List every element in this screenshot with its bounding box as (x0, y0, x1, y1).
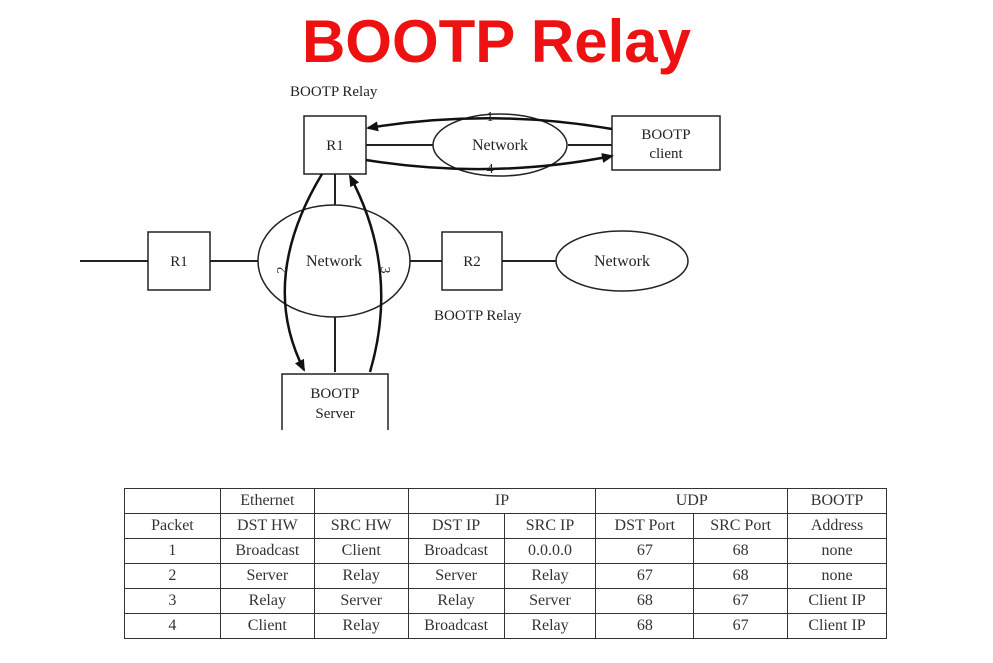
table-cell: 68 (693, 538, 789, 564)
page-title: BOOTP Relay (301, 8, 692, 75)
client-label-line2: client (649, 146, 683, 162)
connection-lines (80, 144, 612, 372)
arrow-1 (366, 117, 613, 132)
group-header-cell: IP (407, 488, 597, 514)
bootp-relay-diagram: 1 4 2 3 BOOTP Relay BOOTP Relay R1 R1 R2… (80, 84, 721, 430)
relay-label-bottom: BOOTP Relay (434, 308, 522, 324)
bootp-server-box (281, 373, 389, 430)
group-header-cell: UDP (595, 488, 789, 514)
table-cell: 67 (595, 538, 695, 564)
r1-left-box (147, 231, 211, 291)
table-cell: 1 (124, 538, 221, 564)
arrow-label-3: 3 (377, 267, 392, 274)
arrow-label-2: 2 (275, 267, 290, 274)
table-cell: Relay (219, 588, 315, 614)
r1-top-box (303, 115, 367, 175)
table-cell: Client (219, 613, 315, 639)
arrow-label-4: 4 (487, 162, 494, 177)
column-header: DST HW (219, 513, 315, 539)
table-cell: Relay (313, 613, 409, 639)
table-cell: Relay (313, 563, 409, 589)
group-header-cell (313, 488, 409, 514)
table-cell: Server (313, 588, 409, 614)
table-cell: 67 (693, 613, 789, 639)
table-cell: Client IP (787, 613, 887, 639)
column-header: Address (787, 513, 887, 539)
r2-box (441, 231, 503, 291)
table-cell: 0.0.0.0 (503, 538, 597, 564)
network-top-ellipse (432, 113, 568, 177)
table-cell: Broadcast (219, 538, 315, 564)
table-cell: 67 (693, 588, 789, 614)
network-middle-label: Network (306, 253, 362, 270)
arrow-2 (283, 173, 324, 372)
table-cell: 68 (693, 563, 789, 589)
table-column-header-row: Packet DST HW SRC HW DST IP SRC IP DST P… (124, 513, 887, 539)
network-top-label: Network (472, 137, 528, 154)
server-label-line1: BOOTP (310, 386, 359, 402)
r1-left-label: R1 (170, 254, 188, 270)
table-cell: none (787, 538, 887, 564)
table-cell: none (787, 563, 887, 589)
table-cell: 4 (124, 613, 221, 639)
column-header: DST IP (407, 513, 505, 539)
table-row: 4 Client Relay Broadcast Relay 68 67 Cli… (124, 613, 887, 639)
table-cell: Broadcast (407, 613, 505, 639)
bootp-client-box (611, 115, 721, 171)
arrow-label-1: 1 (487, 110, 494, 125)
group-header-cell: BOOTP (787, 488, 887, 514)
table-cell: Broadcast (407, 538, 505, 564)
table-cell: 68 (595, 613, 695, 639)
relay-label-top: BOOTP Relay (290, 84, 378, 100)
table-row: 2 Server Relay Server Relay 67 68 none (124, 563, 887, 589)
table-cell: Relay (503, 563, 597, 589)
client-label-line1: BOOTP (641, 127, 690, 143)
table-cell: Client IP (787, 588, 887, 614)
table-cell: Client (313, 538, 409, 564)
table-cell: 3 (124, 588, 221, 614)
group-header-cell: Ethernet (219, 488, 315, 514)
table-row: 3 Relay Server Relay Server 68 67 Client… (124, 588, 887, 614)
table-cell: 2 (124, 563, 221, 589)
network-right-label: Network (594, 253, 650, 270)
table-cell: Server (219, 563, 315, 589)
group-header-cell (124, 488, 221, 514)
table-cell: Server (407, 563, 505, 589)
network-right-ellipse (555, 230, 689, 292)
arrow-4 (365, 153, 614, 171)
column-header: SRC HW (313, 513, 409, 539)
table-cell: Relay (503, 613, 597, 639)
column-header: DST Port (595, 513, 695, 539)
table-cell: 68 (595, 588, 695, 614)
column-header: Packet (124, 513, 221, 539)
server-label-line2: Server (315, 406, 354, 422)
arrow-3 (348, 174, 383, 373)
table-cell: Relay (407, 588, 505, 614)
r2-label: R2 (463, 254, 481, 270)
table-cell: Server (503, 588, 597, 614)
column-header: SRC Port (693, 513, 789, 539)
r1-top-label: R1 (326, 138, 344, 154)
packet-table: Ethernet IP UDP BOOTP Packet DST HW SRC … (124, 488, 887, 639)
column-header: SRC IP (503, 513, 597, 539)
table-cell: 67 (595, 563, 695, 589)
table-row: 1 Broadcast Client Broadcast 0.0.0.0 67 … (124, 538, 887, 564)
table-group-header-row: Ethernet IP UDP BOOTP (124, 488, 887, 514)
